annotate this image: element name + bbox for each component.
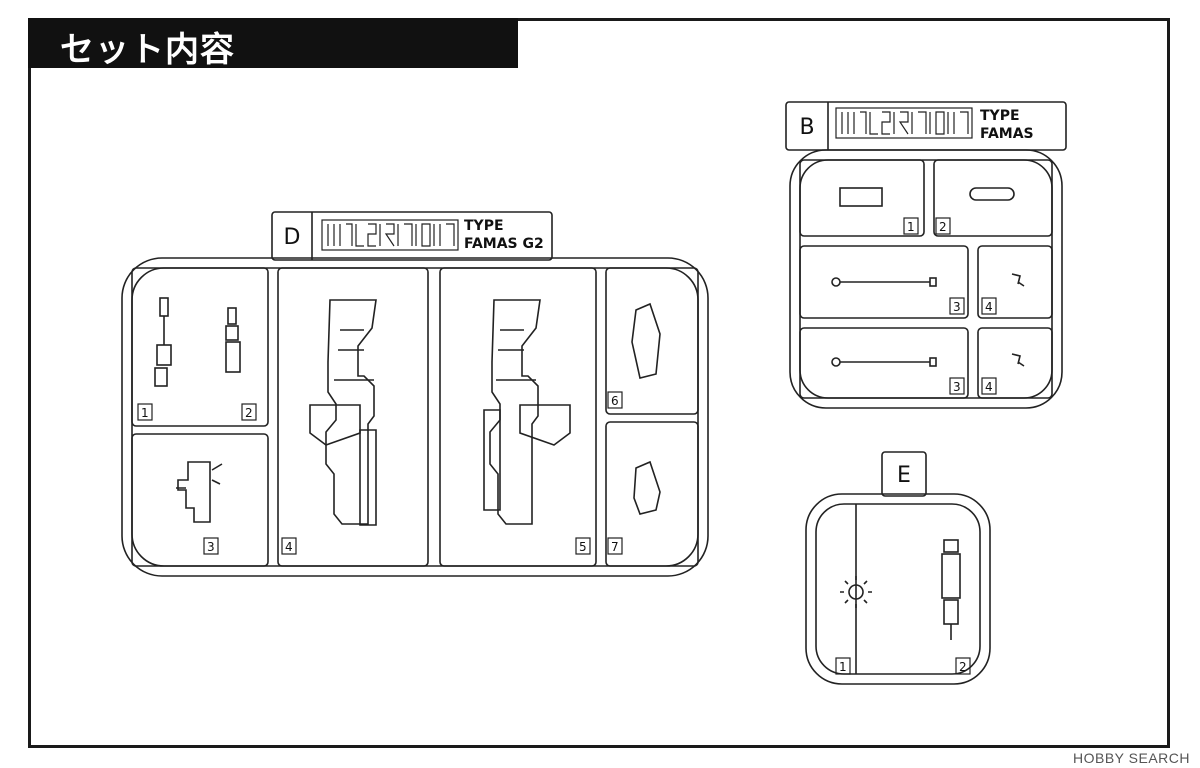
part-number-d3: 3 (207, 540, 215, 554)
part-number-d2: 2 (245, 406, 253, 420)
sprue-d-model: FAMAS G2 (464, 236, 544, 252)
part-d6 (631, 302, 661, 379)
sprue-d-cell-1-2 (131, 267, 269, 427)
watermark-text: HOBBY SEARCH (1073, 750, 1190, 766)
sprue-d-cell-4 (277, 267, 429, 567)
sprue-d-letter: D (284, 225, 301, 250)
part-b3a (831, 277, 937, 287)
sprue-d-runner (121, 257, 709, 577)
sprue-e: E 1 2 (805, 451, 991, 685)
part-d3 (176, 461, 223, 523)
part-number-b3a: 3 (953, 300, 961, 314)
watermark: HOBBY SEARCH (1073, 750, 1190, 766)
page-frame (28, 18, 1170, 748)
part-number-b4b: 4 (985, 380, 993, 394)
part-number-e2: 2 (959, 660, 967, 674)
sprue-b-cell-1 (799, 159, 925, 237)
part-e2 (941, 539, 961, 640)
part-number-b1: 1 (907, 220, 915, 234)
part-number-b2: 2 (939, 220, 947, 234)
part-number-d4: 4 (285, 540, 293, 554)
sprue-b-cell-4a (977, 245, 1053, 319)
sprue-d-cell-7 (605, 421, 699, 567)
part-b1 (839, 187, 883, 207)
sprue-b-model: FAMAS (980, 126, 1034, 142)
sprue-b-cell-3a (799, 245, 969, 319)
sprue-e-letter: E (897, 463, 911, 488)
part-number-e1: 1 (839, 660, 847, 674)
part-d2 (225, 307, 241, 373)
part-number-d5: 5 (579, 540, 587, 554)
page-title: セット内容 (60, 30, 235, 70)
part-d7 (633, 460, 661, 515)
sprue-d-tag (271, 211, 553, 261)
sprue-d-cell-3 (131, 433, 269, 567)
sprue-b-cell-4b (977, 327, 1053, 399)
sprue-d-type: TYPE (464, 218, 504, 234)
sprue-d: D TYPE FAMAS G2 (121, 211, 709, 577)
sprue-b-cell-3b (799, 327, 969, 399)
part-number-b4a: 4 (985, 300, 993, 314)
part-number-d7: 7 (611, 540, 619, 554)
sprue-b-logo (835, 107, 973, 139)
sprue-d-cell-5 (439, 267, 597, 567)
part-b2 (969, 187, 1015, 201)
part-number-d1: 1 (141, 406, 149, 420)
sprue-b-runner (789, 149, 1063, 409)
sprue-b-cell-2 (933, 159, 1053, 237)
part-number-b3b: 3 (953, 380, 961, 394)
sprue-e-tag (881, 451, 927, 497)
sprue-b: B TYPE FAMAS 1 2 3 (785, 101, 1067, 409)
sprue-b-letter: B (799, 115, 814, 140)
part-b4b (1011, 353, 1025, 367)
part-e1 (840, 576, 872, 608)
part-d4 (309, 299, 377, 526)
header-bar (28, 18, 518, 68)
part-b4a (1011, 273, 1025, 287)
part-d5 (483, 299, 571, 525)
sprue-b-type: TYPE (980, 108, 1020, 124)
sprue-d-cell-6 (605, 267, 699, 415)
part-b3b (831, 357, 937, 367)
sprue-d-logo (321, 219, 459, 251)
part-d1 (154, 297, 172, 387)
sprue-e-runner (805, 493, 991, 685)
part-number-d6: 6 (611, 394, 619, 408)
